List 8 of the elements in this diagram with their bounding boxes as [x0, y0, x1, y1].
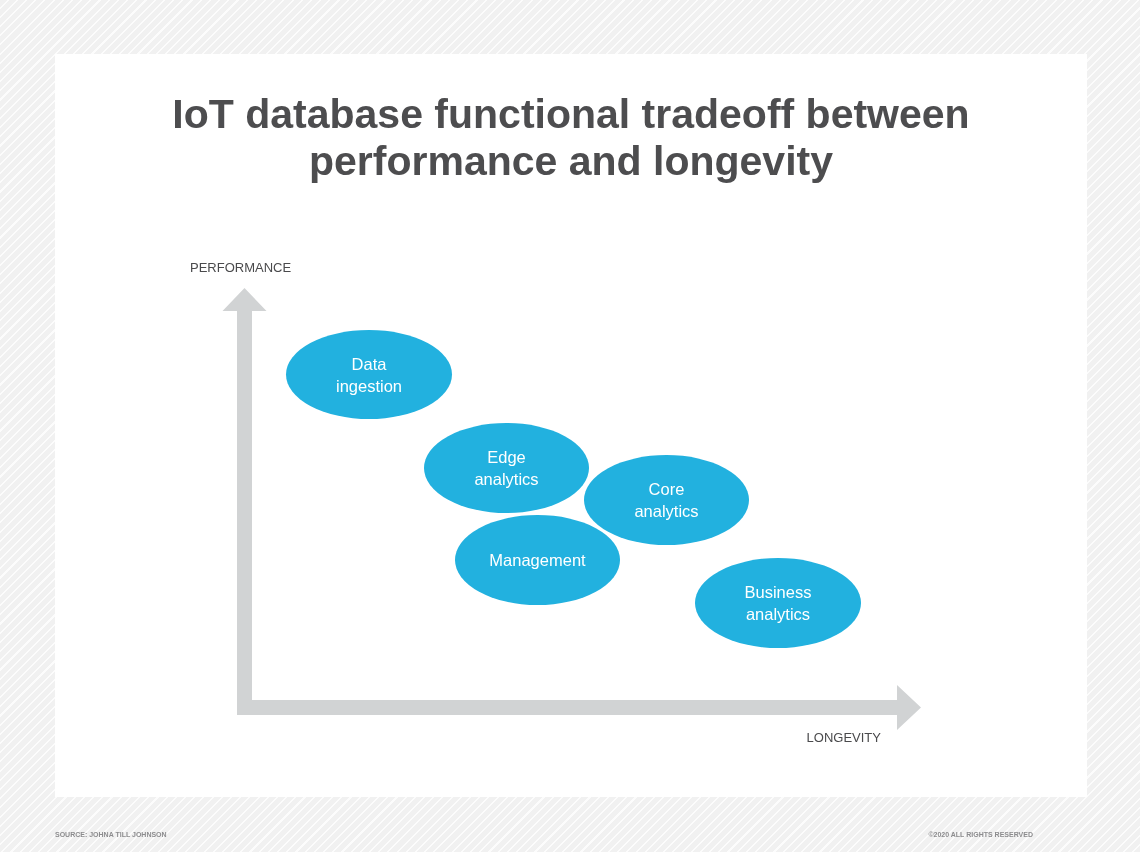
ellipse-label: Core analytics	[633, 479, 700, 522]
chart-title: IoT database functional tradeoff between performance and longevity	[171, 91, 971, 185]
ellipse-label: Business analytics	[743, 582, 813, 625]
ellipse-label: Data ingestion	[334, 353, 404, 397]
ellipse-label: Management	[489, 550, 586, 571]
axis-label: PERFORMANCE	[190, 260, 292, 275]
ellipse-label: Edge analytics	[473, 447, 540, 490]
axis-label: LONGEVITY	[806, 730, 881, 745]
